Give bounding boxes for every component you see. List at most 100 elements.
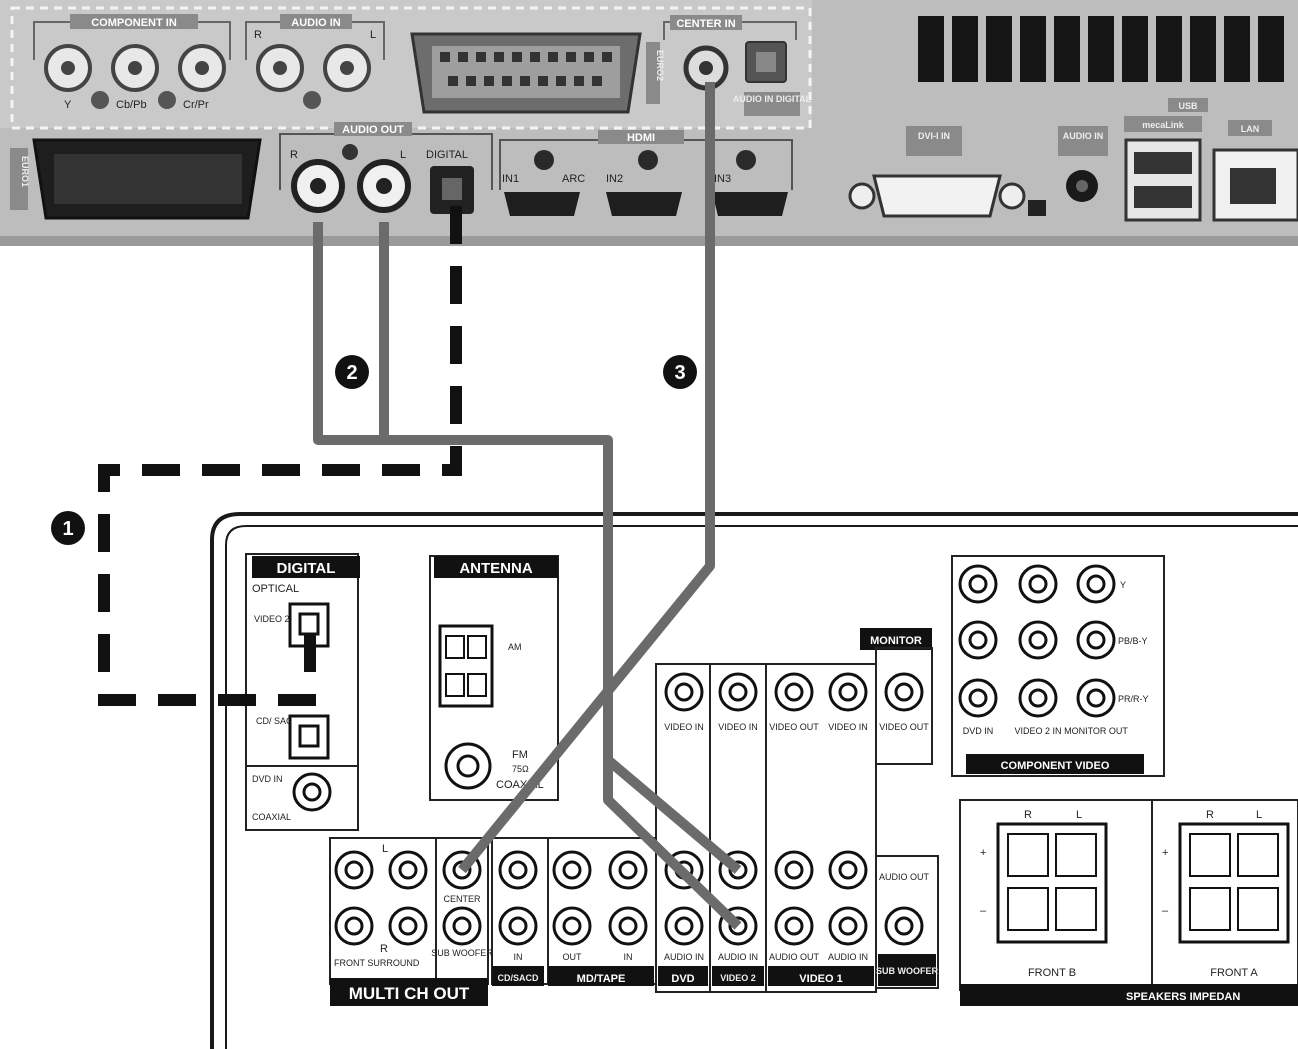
cable-3-center	[458, 82, 715, 874]
md-tape-label: MD/TAPE	[577, 973, 626, 985]
side-audio-in-group: AUDIO IN R L	[245, 14, 385, 109]
cable-2-audio-l-branch	[604, 756, 742, 874]
video-in-2-label: VIDEO IN	[718, 722, 758, 732]
audio-out-digital-label: DIGITAL	[426, 149, 468, 161]
component-in-label: COMPONENT IN	[91, 17, 177, 29]
fm-coaxial-jack[interactable]	[444, 742, 492, 790]
video-in-1-label: VIDEO IN	[664, 722, 704, 732]
hdmi-label: HDMI	[627, 132, 655, 144]
video2-audio-in-label: AUDIO IN	[718, 952, 758, 962]
video1-audio-in-r-jack[interactable]	[828, 906, 868, 946]
cd-sacd-in-r-jack[interactable]	[498, 906, 538, 946]
front-surround-label: FRONT SURROUND	[334, 958, 420, 968]
dvd-coaxial-in-jack[interactable]	[292, 772, 332, 812]
callout-3-badge: 3	[663, 355, 697, 389]
euro1-scart-port[interactable]: EURO1	[10, 138, 262, 220]
md-tape-out-l-jack[interactable]	[552, 850, 592, 890]
cv-dvd-pb-jack[interactable]	[958, 620, 998, 660]
cv-video2-pb-jack[interactable]	[1018, 620, 1058, 660]
cv-video2-y-jack[interactable]	[1018, 564, 1058, 604]
cv-dvd-y-jack[interactable]	[958, 564, 998, 604]
cv-pb-label: PB/B-Y	[1118, 636, 1148, 646]
md-tape-out-r-jack[interactable]	[552, 906, 592, 946]
front-surround-l-jack[interactable]	[334, 850, 374, 890]
video1-audio-in-l-jack[interactable]	[828, 850, 868, 890]
cv-monitor-pr-jack[interactable]	[1076, 678, 1116, 718]
mecalink-label: mecaLink	[1142, 120, 1185, 130]
tv-rear-panel: COMPONENT IN Y Cb/Pb Cr/Pr AUDIO IN R L	[0, 0, 1298, 246]
cv-pr-label: PR/R-Y	[1118, 694, 1149, 704]
front-b-l-label: L	[1076, 809, 1082, 821]
usb-label: USB	[1178, 101, 1198, 111]
hdmi-in1-port[interactable]	[504, 192, 580, 216]
video-out-monitor-label: VIDEO OUT	[879, 722, 929, 732]
video1-audio-out-l-jack[interactable]	[774, 850, 814, 890]
monitor-video-out-jack[interactable]	[884, 672, 924, 712]
center-in-label: CENTER IN	[676, 18, 735, 30]
front-a-r-label: R	[1206, 809, 1214, 821]
euro2-label: EURO2	[655, 50, 665, 81]
dvd-audio-in-label: AUDIO IN	[664, 952, 704, 962]
sub-woofer-audio-out-jack[interactable]	[884, 906, 924, 946]
speakers-section: R L R L + – + – FRONT B FRONT A SPEAKERS…	[959, 799, 1298, 1006]
hdmi-in3-port[interactable]	[712, 192, 788, 216]
cv-dvd-in-label: DVD IN	[963, 726, 994, 736]
video1-video-in-jack[interactable]	[828, 672, 868, 712]
cv-dvd-pr-jack[interactable]	[958, 678, 998, 718]
video2-video-in-jack[interactable]	[718, 672, 758, 712]
video-jacks-section: MONITOR VIDEO IN VIDEO IN VIDEO OUT VIDE…	[655, 628, 933, 993]
cd-sacd-label: CD/SACD	[497, 973, 539, 983]
video2-in-label: VIDEO 2 IN	[254, 614, 301, 624]
cd-sacd-optical-in-port[interactable]	[288, 714, 330, 760]
md-tape-in-l-jack[interactable]	[608, 850, 648, 890]
md-tape-in-label: IN	[624, 952, 633, 962]
antenna-label: ANTENNA	[459, 560, 532, 577]
monitor-label: MONITOR	[870, 635, 922, 647]
front-b-plus-label: +	[980, 847, 986, 859]
cd-sacd-in-label-2: IN	[514, 952, 523, 962]
front-surround-l2-jack[interactable]	[388, 850, 428, 890]
hdmi-in2-port[interactable]	[606, 192, 682, 216]
dvi-port[interactable]	[872, 174, 1002, 218]
coaxial-label: COAXIAL	[252, 812, 291, 822]
dvd-audio-in-r-jack[interactable]	[664, 906, 704, 946]
dvd-label: DVD	[671, 973, 694, 985]
front-surround-r2-jack[interactable]	[388, 906, 428, 946]
receiver-outline-inner	[225, 525, 1298, 1049]
fm-75-label: 75Ω	[512, 764, 529, 774]
cv-monitor-y-jack[interactable]	[1076, 564, 1116, 604]
sub-woofer-label: SUB WOOFER	[431, 948, 493, 958]
dvd-video-in-jack[interactable]	[664, 672, 704, 712]
sub-woofer-out-jack[interactable]	[442, 906, 482, 946]
cv-video2-pr-jack[interactable]	[1018, 678, 1058, 718]
hdmi-in1-label: IN1	[502, 173, 519, 185]
front-a-l-label: L	[1256, 809, 1262, 821]
front-a-plus-label: +	[1162, 847, 1168, 859]
optical-label: OPTICAL	[252, 583, 299, 595]
antenna-section: ANTENNA AM FM 75Ω COAXIAL	[429, 555, 559, 801]
fm-label: FM	[512, 749, 528, 761]
cd-sacd-in-l-jack[interactable]	[498, 850, 538, 890]
dvi-label: DVI-I IN	[918, 131, 950, 141]
front-b-terminals[interactable]	[996, 822, 1108, 944]
component-in-group: COMPONENT IN Y Cb/Pb Cr/Pr	[33, 14, 231, 111]
video1-audio-out-r-jack[interactable]	[774, 906, 814, 946]
receiver-digital-label: DIGITAL	[277, 560, 336, 577]
callout-2-number: 2	[346, 362, 357, 384]
cv-monitor-pb-jack[interactable]	[1076, 620, 1116, 660]
md-tape-in-r-jack[interactable]	[608, 906, 648, 946]
speakers-label: SPEAKERS IMPEDAN	[1126, 991, 1240, 1003]
front-b-r-label: R	[1024, 809, 1032, 821]
cable-2-audio-r	[313, 222, 742, 930]
sub-woofer-out-label: SUB WOOFER	[876, 966, 938, 976]
video1-video-out-jack[interactable]	[774, 672, 814, 712]
cv-y-label: Y	[1120, 580, 1126, 590]
component-cb-label: Cb/Pb	[116, 99, 147, 111]
front-a-terminals[interactable]	[1178, 822, 1290, 944]
hdmi-in3-label: IN3	[714, 173, 731, 185]
video1-audio-in-label: AUDIO IN	[828, 952, 868, 962]
euro2-scart-port[interactable]: EURO2	[410, 32, 665, 114]
am-antenna-terminal[interactable]	[438, 624, 494, 708]
front-surround-r-jack[interactable]	[334, 906, 374, 946]
